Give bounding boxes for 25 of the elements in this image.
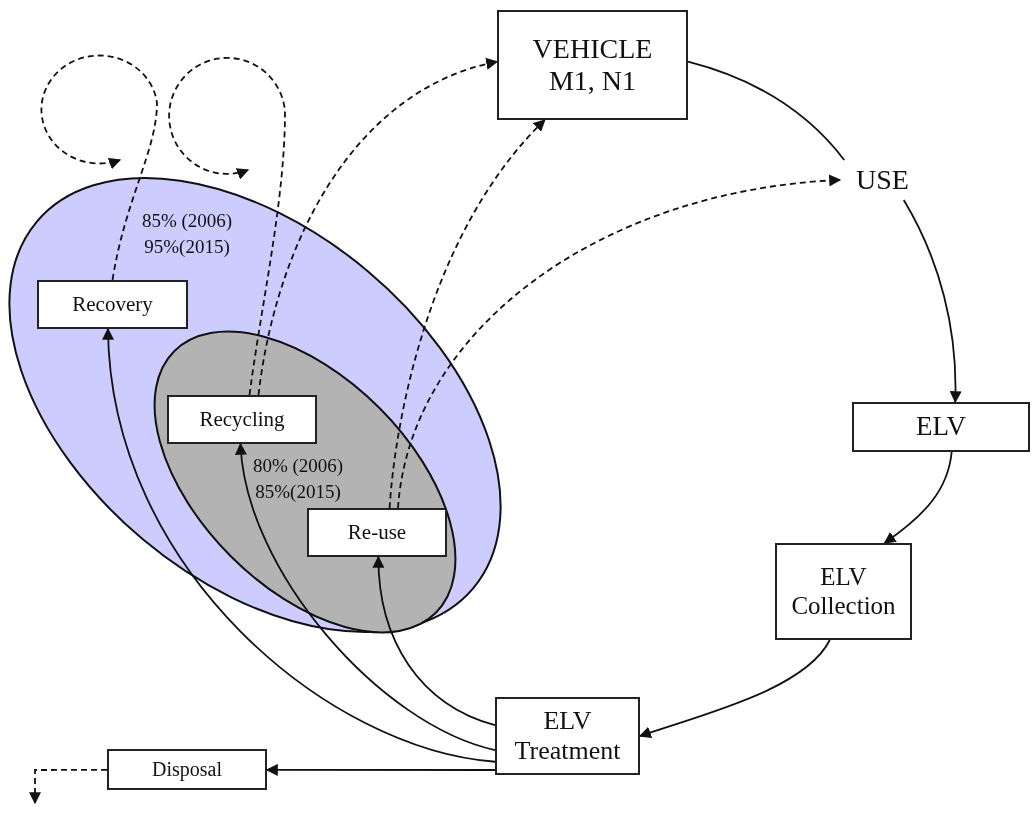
percentage-target: 80% (2006) 85%(2015) — [251, 454, 345, 504]
arrow — [638, 639, 831, 739]
process-box: Disposal — [107, 749, 267, 790]
arrow — [265, 763, 496, 776]
process-box: Re-use — [307, 508, 447, 557]
process-box: VEHICLE M1, N1 — [497, 10, 688, 120]
dashed-arrow — [388, 119, 546, 509]
arrow — [372, 555, 496, 726]
process-box: ELV Treatment — [495, 697, 640, 775]
dashed-arrow — [397, 174, 842, 509]
dashed-arrow — [257, 58, 499, 396]
process-box: Recycling — [167, 395, 317, 444]
dashed-arrow — [40, 54, 158, 281]
process-box: Recovery — [37, 280, 188, 329]
dashed-arrow — [168, 57, 286, 396]
dashed-arrow — [29, 769, 108, 805]
arrow — [102, 327, 496, 763]
percentage-target: 85% (2006) 95%(2015) — [140, 209, 234, 259]
arrow — [235, 442, 496, 751]
stage-label: USE — [840, 160, 925, 200]
connector-line — [687, 60, 846, 161]
process-box: ELV — [852, 402, 1030, 452]
process-box: ELV Collection — [775, 543, 912, 640]
arrow — [902, 199, 962, 404]
arrow — [883, 451, 953, 544]
